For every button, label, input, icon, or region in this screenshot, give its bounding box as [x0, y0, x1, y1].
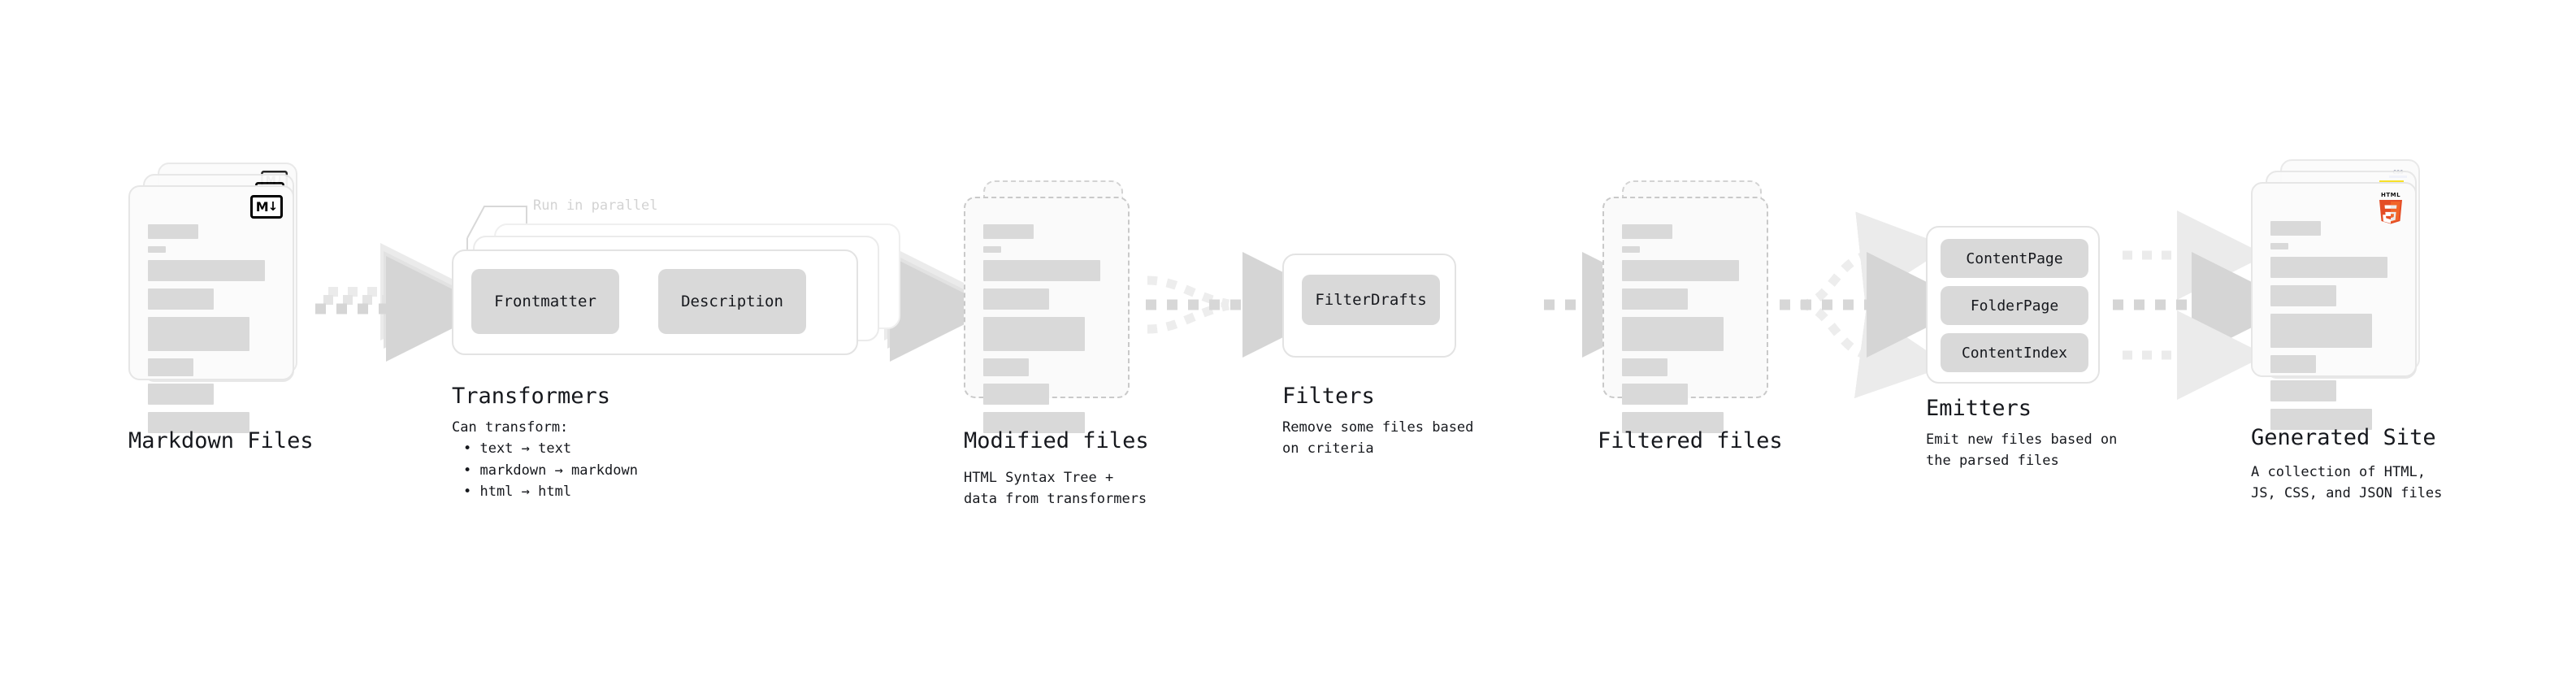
modified-desc-line-1: HTML Syntax Tree +: [964, 470, 1114, 486]
placeholder-line: [983, 260, 1100, 281]
stage-title-filters: Filters: [1282, 384, 1375, 409]
stage-title-emitters: Emitters: [1926, 396, 2032, 421]
filters-desc-line-1: Remove some files based: [1282, 419, 1474, 436]
transformer-chip-description[interactable]: Description: [658, 269, 806, 334]
transformers-desc-item-2: • markdown → markdown: [463, 462, 638, 479]
placeholder-line: [2270, 243, 2288, 249]
placeholder-line: [148, 288, 215, 310]
modified-file-card-front: [964, 197, 1130, 433]
placeholder-line: [983, 246, 1001, 253]
placeholder-line: [148, 412, 249, 433]
placeholder-line: [2270, 409, 2372, 430]
placeholder-line: [983, 288, 1050, 310]
stage-description-emitters: Emit new files based on the parsed files: [1926, 429, 2117, 472]
placeholder-line: [1622, 260, 1739, 281]
placeholder-line: [148, 317, 249, 351]
stage-description-modified-files: HTML Syntax Tree + data from transformers: [964, 467, 1147, 510]
transformer-box-front: Frontmatter Description: [452, 249, 858, 355]
placeholder-line: [148, 260, 265, 281]
placeholder-line: [1622, 317, 1724, 351]
transformers-desc-intro: Can transform:: [452, 419, 569, 436]
placeholder-line: [2270, 355, 2317, 373]
markdown-badge-glyph-m: M: [255, 198, 269, 215]
placeholder-line: [1622, 224, 1673, 239]
modified-desc-line-2: data from transformers: [964, 491, 1147, 508]
filters-box: FilterDrafts: [1282, 254, 1456, 358]
emitter-chip-contentindex[interactable]: ContentIndex: [1941, 333, 2088, 372]
filtered-file-card-front: [1602, 197, 1768, 433]
connector-md-to-transformers: [315, 243, 492, 362]
connector-emitters-to-site: [2113, 210, 2297, 400]
connector-modified-to-filters: [1146, 252, 1348, 358]
emitters-desc-line-1: Emit new files based on: [1926, 432, 2118, 448]
site-desc-line-1: A collection of HTML,: [2251, 464, 2426, 480]
placeholder-line: [148, 224, 199, 239]
file-content-placeholder-lines: [983, 224, 1110, 440]
placeholder-line: [1622, 288, 1689, 310]
connector-filtered-to-emitters: [1780, 211, 1972, 399]
stage-title-modified-files: Modified files: [964, 428, 1149, 453]
placeholder-line: [1622, 246, 1640, 253]
placeholder-line: [983, 358, 1030, 376]
emitters-desc-line-2: the parsed files: [1926, 453, 2059, 470]
emitter-chip-contentpage[interactable]: ContentPage: [1941, 239, 2088, 278]
run-in-parallel-label: Run in parallel: [533, 197, 658, 214]
generated-file-card-front: HTML: [2251, 182, 2417, 430]
markdown-badge: M↓: [250, 195, 283, 219]
placeholder-line: [983, 384, 1050, 405]
placeholder-line: [1622, 384, 1689, 405]
stage-title-markdown-files: Markdown Files: [128, 428, 314, 453]
emitter-chip-folderpage[interactable]: FolderPage: [1941, 286, 2088, 325]
placeholder-line: [148, 246, 166, 253]
placeholder-line: [148, 358, 194, 376]
stage-description-generated-site: A collection of HTML, JS, CSS, and JSON f…: [2251, 462, 2442, 505]
stage-description-transformers: Can transform: • text → text • markdown → …: [452, 417, 638, 502]
transformer-chip-frontmatter[interactable]: Frontmatter: [471, 269, 619, 334]
emitters-box: ContentPage FolderPage ContentIndex: [1926, 226, 2100, 384]
stage-title-generated-site: Generated Site: [2251, 425, 2436, 450]
placeholder-line: [2270, 380, 2337, 401]
html5-badge: HTML: [2376, 190, 2405, 224]
stage-title-transformers: Transformers: [452, 384, 611, 409]
placeholder-line: [983, 412, 1085, 433]
html5-logo-icon: HTML: [2379, 192, 2402, 224]
filter-chip-filterdrafts[interactable]: FilterDrafts: [1302, 275, 1440, 325]
file-content-placeholder-lines: [1622, 224, 1749, 440]
markdown-badge-glyph-arrow: ↓: [267, 199, 279, 214]
markdown-file-card-front: M↓: [128, 185, 294, 433]
placeholder-line: [2270, 314, 2372, 348]
placeholder-line: [2270, 285, 2337, 306]
site-desc-line-2: JS, CSS, and JSON files: [2251, 485, 2443, 502]
placeholder-line: [983, 317, 1085, 351]
file-content-placeholder-lines: [2270, 221, 2397, 437]
placeholder-line: [2270, 221, 2322, 236]
file-content-placeholder-lines: [148, 224, 275, 440]
stage-title-filtered-files: Filtered files: [1598, 428, 1783, 453]
stage-description-filters: Remove some files based on criteria: [1282, 417, 1473, 460]
transformers-desc-item-3: • html → html: [463, 484, 572, 501]
placeholder-line: [983, 224, 1034, 239]
placeholder-line: [2270, 257, 2387, 278]
placeholder-line: [1622, 358, 1668, 376]
filters-desc-line-2: on criteria: [1282, 440, 1374, 458]
placeholder-line: [148, 384, 215, 405]
svg-text:HTML: HTML: [2381, 192, 2400, 198]
transformers-desc-item-1: • text → text: [463, 440, 572, 458]
placeholder-line: [1622, 412, 1724, 433]
